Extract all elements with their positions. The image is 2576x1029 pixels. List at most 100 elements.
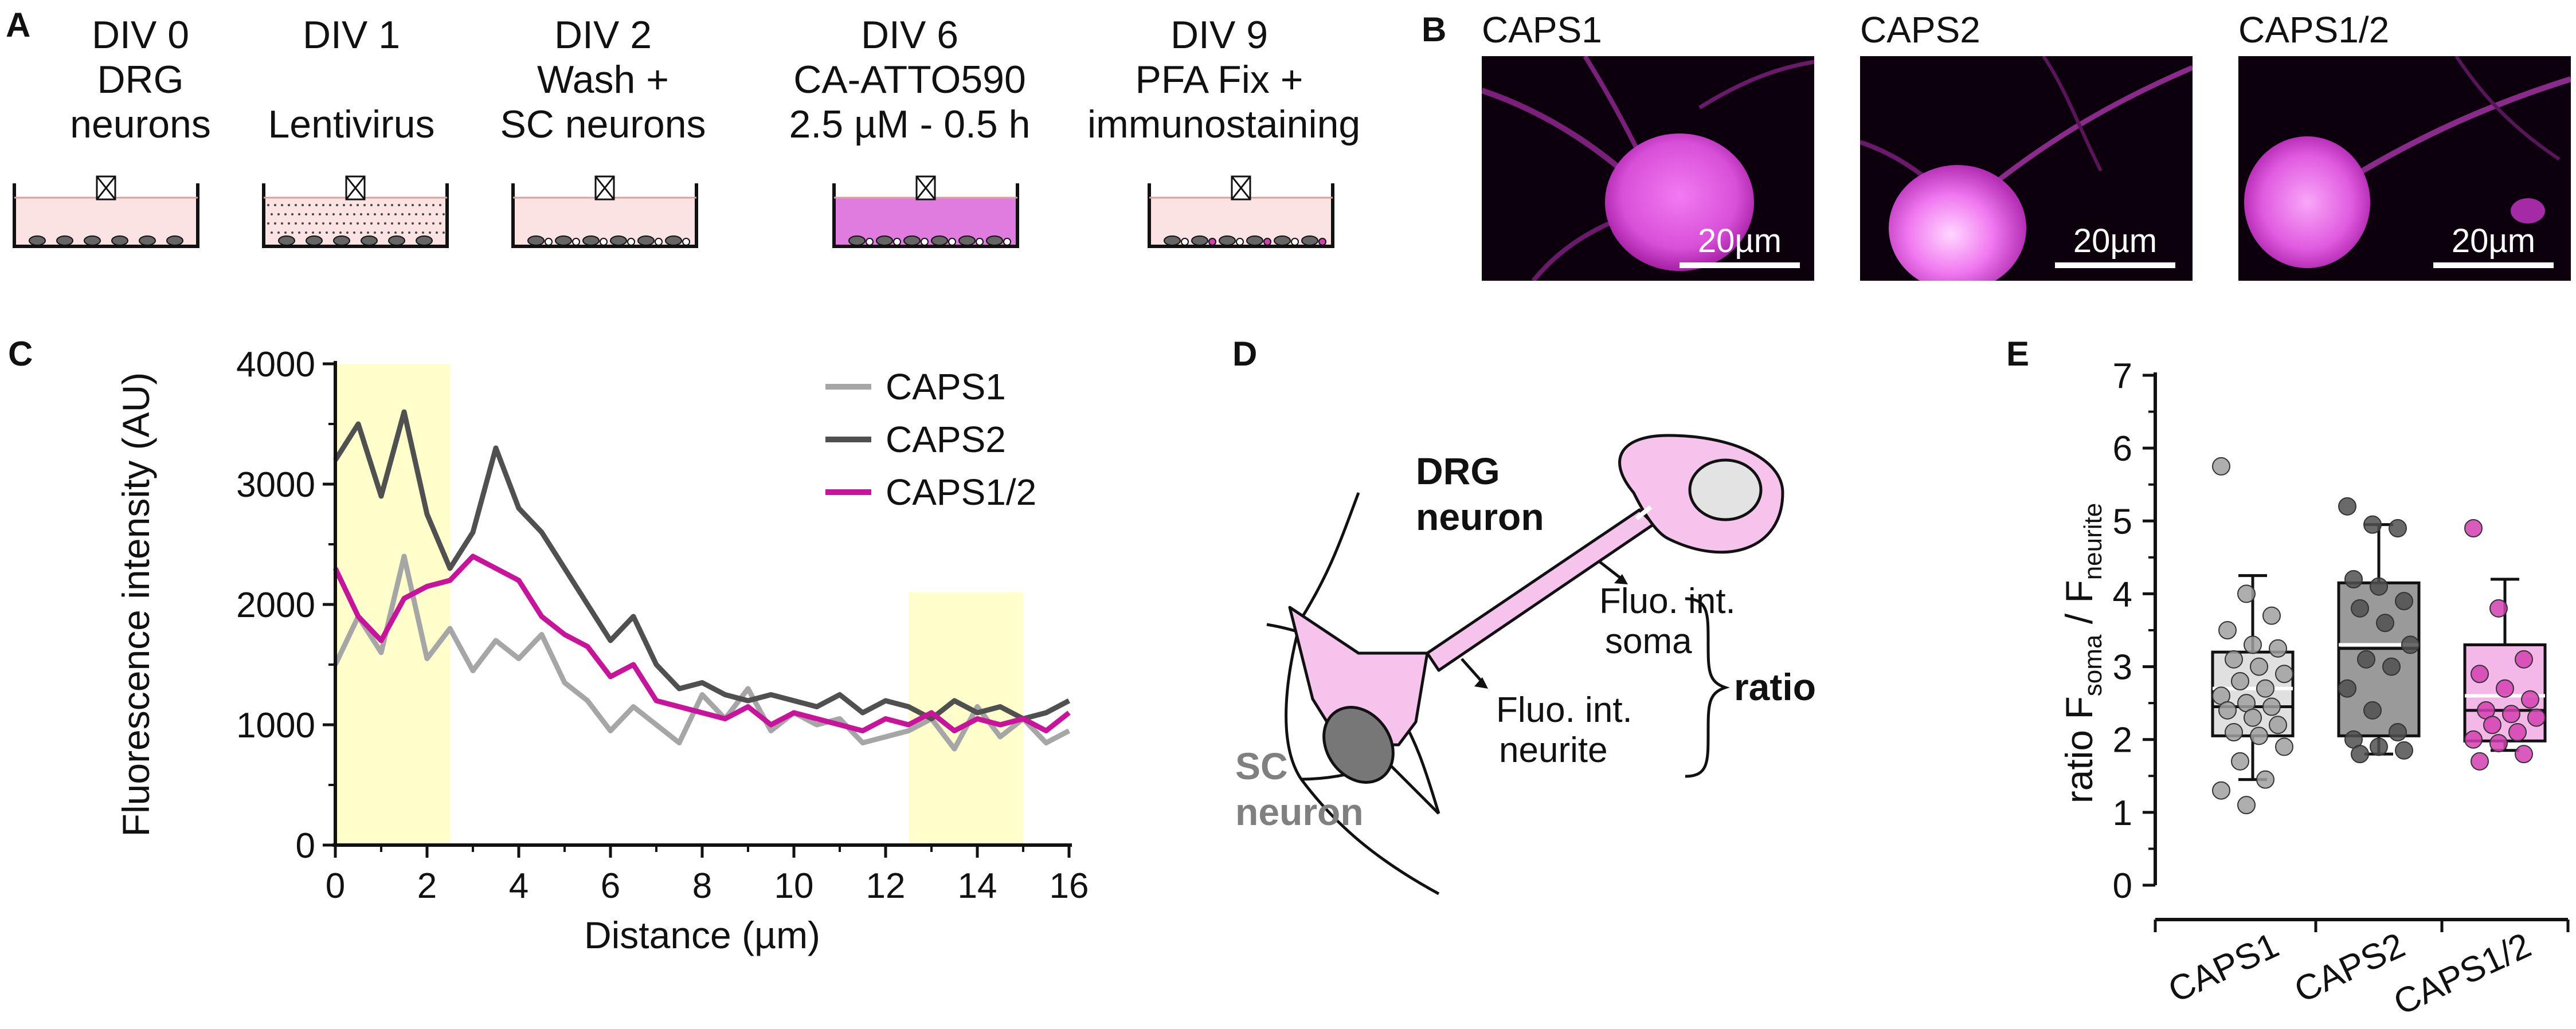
data-point-CAPS1 bbox=[2225, 650, 2243, 669]
data-point-CAPS2 bbox=[2363, 701, 2382, 720]
data-point-CAPS1 bbox=[2225, 723, 2243, 741]
data-point-CAPS1 bbox=[2231, 752, 2249, 771]
y-tick-label: 0 bbox=[296, 826, 315, 866]
drg-cell-icon bbox=[278, 235, 295, 246]
virus-dot bbox=[387, 213, 390, 215]
data-point-CAPS1 bbox=[2218, 621, 2237, 639]
virus-dot bbox=[357, 222, 359, 225]
virus-dot bbox=[274, 222, 276, 225]
virus-dot bbox=[274, 204, 276, 206]
virus-dot bbox=[353, 213, 355, 215]
scalebar-label-caps12: 20µm bbox=[2451, 222, 2536, 260]
data-point-CAPS2 bbox=[2363, 515, 2382, 534]
pipette-icon-cross bbox=[1231, 176, 1251, 200]
data-point-CAPS1/2 bbox=[2471, 665, 2489, 684]
data-point-CAPS1 bbox=[2244, 708, 2262, 727]
virus-dot bbox=[363, 222, 366, 225]
virus-dot bbox=[336, 204, 338, 206]
virus-dot bbox=[391, 204, 393, 206]
virus-dot bbox=[343, 204, 345, 206]
virus-dot bbox=[425, 204, 428, 206]
data-point-CAPS1/2 bbox=[2496, 679, 2514, 698]
virus-dot bbox=[377, 222, 379, 225]
virus-dot bbox=[267, 222, 269, 225]
data-point-CAPS1/2 bbox=[2483, 716, 2501, 735]
y-tick-label: 7 bbox=[2113, 356, 2132, 396]
virus-dot bbox=[401, 213, 404, 215]
data-point-CAPS2 bbox=[2370, 737, 2388, 756]
sc-cell-icon bbox=[655, 238, 663, 246]
drg-nucleus bbox=[1688, 458, 1763, 521]
data-point-CAPS2 bbox=[2382, 657, 2401, 676]
data-point-CAPS2 bbox=[2389, 723, 2407, 741]
y-axis-label-part-0: ratio F bbox=[2058, 696, 2100, 803]
pipette-icon-cross bbox=[915, 176, 936, 200]
data-point-CAPS1/2 bbox=[2508, 723, 2527, 741]
data-point-CAPS1/2 bbox=[2489, 599, 2508, 618]
virus-dot bbox=[398, 204, 400, 206]
soma-label-line2: soma bbox=[1605, 622, 1692, 661]
virus-dot bbox=[398, 222, 400, 225]
virus-dot bbox=[322, 222, 324, 225]
virus-dot bbox=[332, 231, 335, 234]
virus-dot bbox=[408, 213, 410, 215]
y-tick-label: 2 bbox=[2113, 721, 2132, 760]
virus-dot bbox=[346, 231, 349, 234]
neurite-label-line1: Fluo. int. bbox=[1496, 690, 1632, 730]
drg-cell-icon bbox=[29, 235, 46, 246]
virus-dot bbox=[370, 204, 373, 206]
sc-cell-icon bbox=[1208, 238, 1216, 246]
panel-label-a: A bbox=[6, 6, 31, 44]
virus-dot bbox=[291, 213, 293, 215]
scalebar-label-caps1: 20µm bbox=[1697, 222, 1782, 260]
virus-dot bbox=[384, 204, 386, 206]
sc-cell-icon bbox=[948, 238, 956, 246]
well-outline-4 bbox=[1148, 183, 1334, 248]
virus-dot bbox=[391, 222, 393, 225]
sc-cell-icon bbox=[1181, 238, 1189, 246]
virus-dot bbox=[405, 222, 407, 225]
data-point-CAPS1 bbox=[2231, 672, 2249, 690]
data-point-CAPS1 bbox=[2275, 665, 2293, 684]
virus-dot bbox=[439, 204, 441, 206]
y-tick-label: 5 bbox=[2113, 502, 2132, 541]
data-point-CAPS1 bbox=[2250, 726, 2268, 745]
soma-arrowhead bbox=[1614, 574, 1628, 584]
virus-dot bbox=[422, 231, 424, 234]
sc-cell-icon bbox=[1291, 238, 1299, 246]
virus-dot bbox=[284, 231, 287, 234]
x-tick-label: 8 bbox=[692, 866, 712, 906]
sc-cell-icon bbox=[545, 238, 553, 246]
virus-dot bbox=[315, 222, 318, 225]
data-point-CAPS1/2 bbox=[2527, 708, 2546, 727]
micrograph-caps12 bbox=[2238, 56, 2571, 281]
virus-dot bbox=[357, 204, 359, 206]
drg-label-line2: neuron bbox=[1416, 496, 1544, 538]
micrograph-caps1-drawing bbox=[1482, 56, 1814, 281]
well-outline-1 bbox=[262, 183, 449, 248]
sc-cell-icon bbox=[1236, 238, 1244, 246]
drg-label-line1: DRG bbox=[1416, 450, 1500, 492]
pipette-icon-cross bbox=[345, 176, 366, 200]
image-title-caps1: CAPS1 bbox=[1482, 9, 1602, 50]
data-point-CAPS1 bbox=[2237, 796, 2256, 815]
x-tick-label: 0 bbox=[326, 866, 345, 906]
virus-dot bbox=[329, 204, 331, 206]
well-outline-0 bbox=[13, 183, 199, 248]
data-point-CAPS1 bbox=[2256, 679, 2274, 698]
drg-cell-icon bbox=[306, 235, 323, 246]
data-point-CAPS2 bbox=[2338, 679, 2356, 698]
data-point-CAPS1 bbox=[2262, 606, 2281, 625]
virus-dot bbox=[332, 213, 335, 215]
virus-dot bbox=[374, 213, 376, 215]
virus-dot bbox=[271, 213, 273, 215]
virus-dot bbox=[360, 213, 362, 215]
data-point-CAPS1/2 bbox=[2515, 745, 2533, 764]
data-point-CAPS1/2 bbox=[2515, 650, 2533, 669]
pipette-icon-cross bbox=[96, 176, 116, 200]
neurite-label-line2: neurite bbox=[1499, 730, 1608, 770]
drg-cell-icon bbox=[527, 235, 545, 246]
data-point-CAPS1/2 bbox=[2471, 752, 2489, 771]
virus-dot bbox=[387, 231, 390, 234]
drg-cell-icon bbox=[333, 235, 350, 246]
